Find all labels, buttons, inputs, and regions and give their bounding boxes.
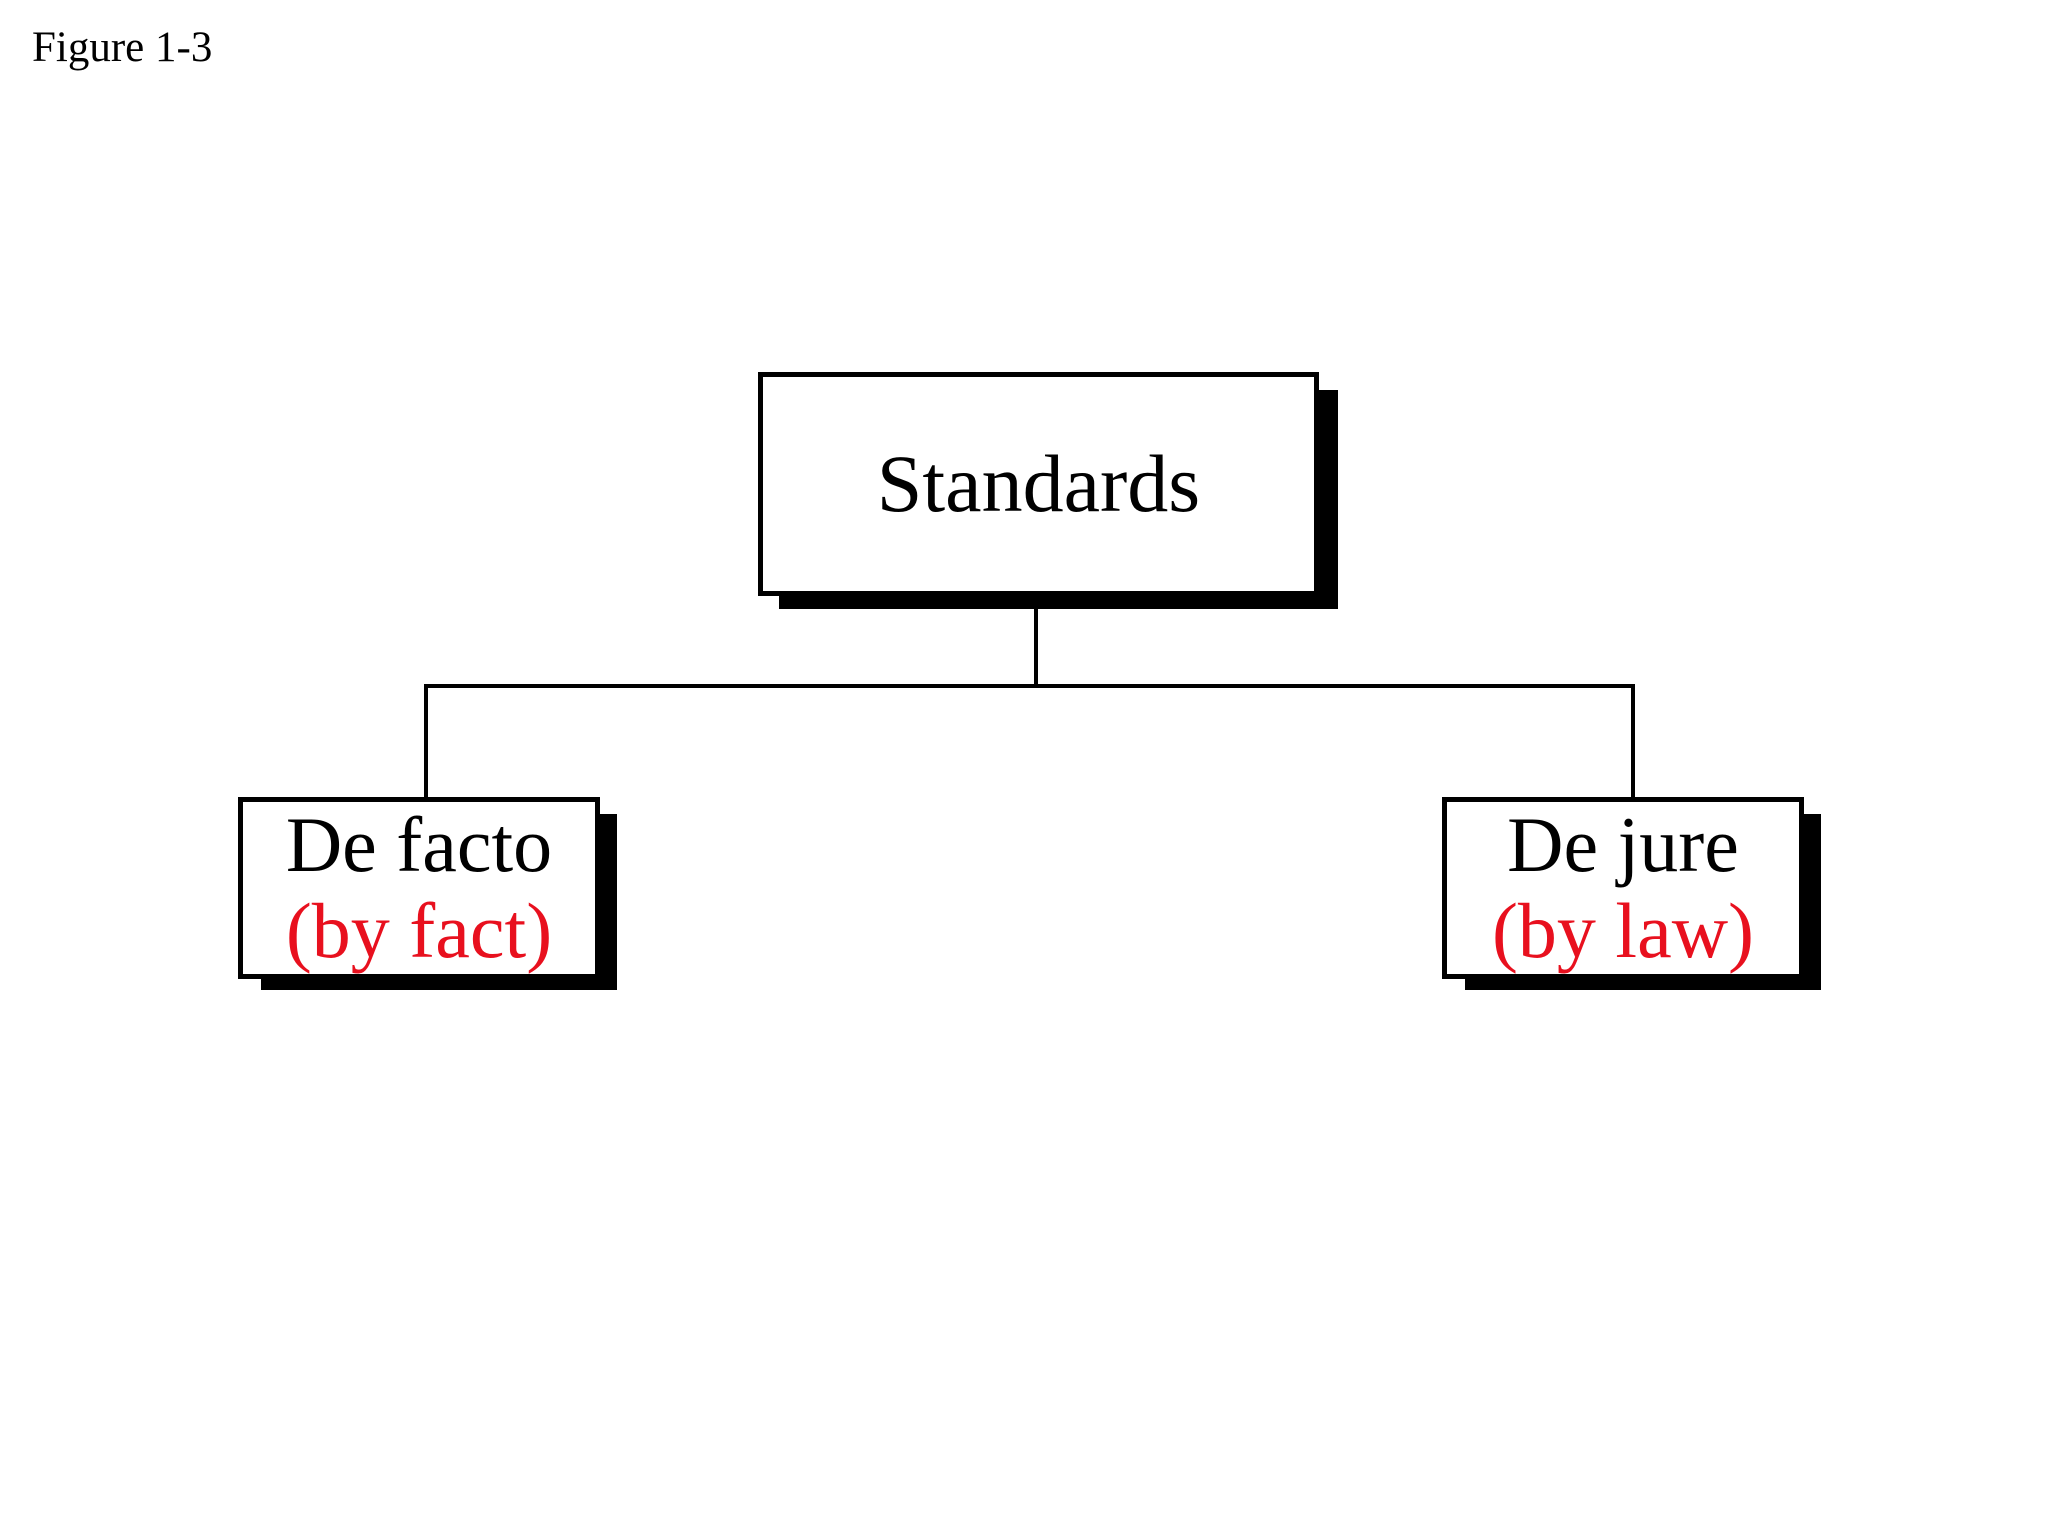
left-node-title: De facto — [285, 801, 553, 888]
left-node: De facto (by fact) — [238, 797, 600, 979]
right-branch-line — [1631, 684, 1635, 799]
figure-label: Figure 1-3 — [32, 24, 213, 71]
right-node-title: De jure — [1507, 801, 1739, 888]
root-node: Standards — [758, 372, 1319, 596]
left-node-subtitle: (by fact) — [285, 887, 553, 974]
left-branch-line — [424, 684, 428, 799]
right-node-subtitle: (by law) — [1491, 887, 1755, 974]
root-stem-line — [1034, 605, 1038, 687]
horizontal-branch-line — [424, 684, 1635, 688]
right-node: De jure (by law) — [1442, 797, 1804, 979]
root-node-title: Standards — [876, 438, 1201, 529]
